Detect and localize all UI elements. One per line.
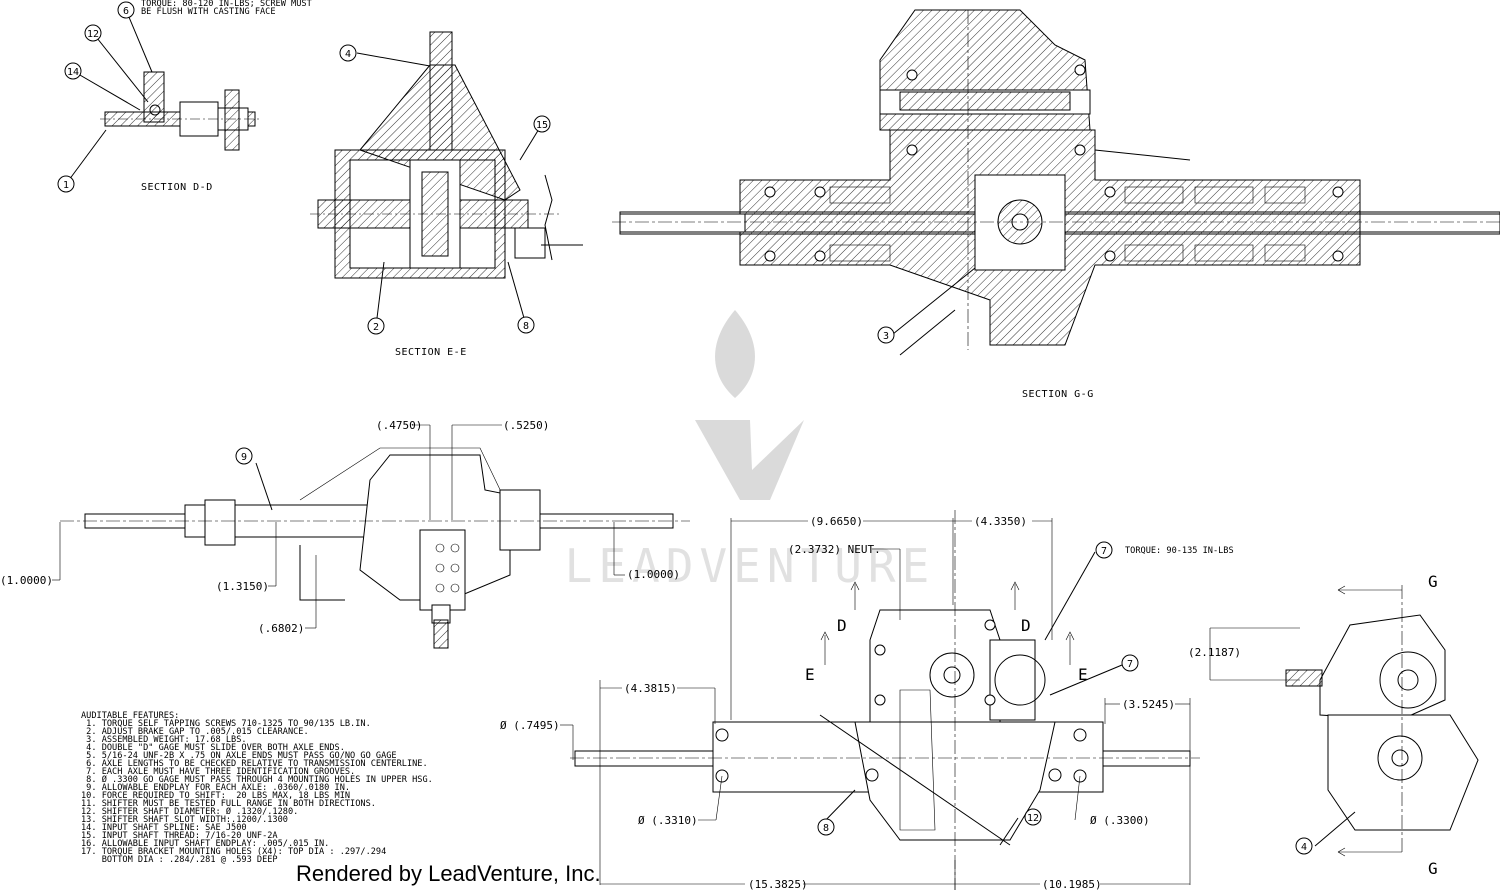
section-gg-label: SECTION G-G bbox=[1022, 389, 1094, 400]
torque-note-top: TORQUE: 80-120 IN-LBS; SCREW MUST bbox=[141, 0, 312, 9]
callout-11: 12 bbox=[1024, 808, 1042, 826]
dimension-lines bbox=[52, 424, 1402, 890]
view-letters: D D E E G G bbox=[805, 572, 1438, 878]
callout-9: 8 bbox=[517, 316, 535, 334]
svg-text:8: 8 bbox=[823, 823, 829, 834]
watermark-text: LEADVENTURE bbox=[565, 539, 936, 593]
features-title: AUDITABLE FEATURES: bbox=[81, 711, 179, 721]
svg-text:15: 15 bbox=[536, 120, 548, 131]
section-ee-label: SECTION E-E bbox=[395, 347, 467, 358]
feature-item: 10. FORCE REQUIRED TO SHIFT: 20 LBS MAX,… bbox=[81, 791, 350, 801]
feature-item: 14. INPUT SHAFT SPLINE: SAE J500 bbox=[81, 823, 247, 833]
dim-7495: Ø (.7495) bbox=[500, 719, 560, 732]
dim-4-3815: (4.3815) bbox=[624, 682, 677, 695]
rendered-by-footer: Rendered by LeadVenture, Inc. bbox=[296, 861, 601, 886]
section-dd-view bbox=[65, 9, 262, 185]
dim-9-6650: (9.6650) bbox=[810, 515, 863, 528]
feature-item: 15. INPUT SHAFT THREAD: 7/16-20 UNF-2A bbox=[81, 831, 278, 841]
auditable-features-list: AUDITABLE FEATURES: 1. TORQUE SELF TAPPI… bbox=[81, 711, 433, 865]
dim-3-5245: (3.5245) bbox=[1122, 698, 1175, 711]
svg-text:9: 9 bbox=[241, 452, 247, 463]
callout-14: 14 bbox=[64, 62, 82, 80]
feature-item: 13. SHIFTER SHAFT SLOT WIDTH:.1200/.1300 bbox=[81, 815, 288, 825]
svg-text:1: 1 bbox=[63, 180, 69, 191]
watermark: LEADVENTURE bbox=[565, 310, 936, 593]
feature-item: 16. ALLOWABLE INPUT SHAFT ENDPLAY: .005/… bbox=[81, 839, 329, 849]
feature-item: BOTTOM DIA : .284/.281 @ .593 DEEP bbox=[81, 855, 278, 865]
callout-2: 2 bbox=[367, 317, 385, 335]
dim-4-3350: (4.3350) bbox=[974, 515, 1027, 528]
feature-item: 5. 5/16-24 UNF-2B X .75 ON AXLE ENDS MUS… bbox=[81, 751, 397, 761]
view-letter-e-right: E bbox=[1078, 665, 1088, 684]
callout-15: 15 bbox=[533, 115, 551, 133]
feature-item: 2. ADJUST BRAKE GAP TO .005/.015 CLEARAN… bbox=[81, 727, 309, 737]
dim-3310: Ø (.3310) bbox=[638, 814, 698, 827]
svg-text:14: 14 bbox=[67, 67, 79, 78]
dim-5250: (.5250) bbox=[503, 419, 549, 432]
dim-15-3825: (15.3825) bbox=[748, 878, 808, 890]
left-elevation-view bbox=[60, 447, 690, 649]
callout-4-top: 4 bbox=[339, 44, 357, 62]
feature-item: 3. ASSEMBLED WEIGHT: 17.68 LBS. bbox=[81, 735, 247, 745]
svg-text:6: 6 bbox=[123, 6, 129, 17]
end-view bbox=[1285, 585, 1479, 855]
flush-note: BE FLUSH WITH CASTING FACE bbox=[141, 7, 276, 17]
feature-item: 7. EACH AXLE MUST HAVE THREE IDENTIFICAT… bbox=[81, 767, 355, 777]
dim-1-0000-left: (1.0000) bbox=[0, 574, 53, 587]
callout-4-right: 4 bbox=[1295, 837, 1313, 855]
feature-item: 1. TORQUE SELF TAPPING SCREWS 710-1325 T… bbox=[81, 719, 371, 729]
view-letter-d-right: D bbox=[1021, 616, 1031, 635]
callout-6: 6 bbox=[117, 1, 135, 19]
dim-6802: (.6802) bbox=[258, 622, 304, 635]
view-letter-e-left: E bbox=[805, 665, 815, 684]
view-letter-g-bottom: G bbox=[1428, 859, 1438, 878]
dimension-labels: (.4750) (.5250) (1.0000) (1.3150) (.6802… bbox=[0, 419, 1241, 890]
torque-note-right: TORQUE: 90-135 IN-LBS bbox=[1125, 546, 1234, 556]
svg-text:7: 7 bbox=[1127, 659, 1133, 670]
callout-1: 1 bbox=[57, 175, 75, 193]
svg-text:8: 8 bbox=[523, 321, 529, 332]
section-ee-view bbox=[310, 31, 583, 327]
dim-2-1187: (2.1187) bbox=[1188, 646, 1241, 659]
callout-7-lower: 7 bbox=[1121, 654, 1139, 672]
svg-text:4: 4 bbox=[345, 49, 351, 60]
callout-7-upper: 7 bbox=[1095, 541, 1113, 559]
dim-10-1985: (10.1985) bbox=[1042, 878, 1102, 890]
feature-item: 6. AXLE LENGTHS TO BE CHECKED RELATIVE T… bbox=[81, 759, 428, 769]
section-dd-label: SECTION D-D bbox=[141, 182, 213, 193]
feature-item: 12. SHIFTER SHAFT DIAMETER: Ø .1320/.128… bbox=[81, 806, 298, 817]
feature-item: 8. Ø .3300 GO GAGE MUST PASS THROUGH 4 M… bbox=[81, 774, 433, 785]
svg-text:2: 2 bbox=[373, 322, 379, 333]
callout-bubbles: 1 14 12 6 4 15 2 8 3 9 7 7 8 12 4 bbox=[57, 1, 1313, 855]
view-letter-d-left: D bbox=[837, 616, 847, 635]
feature-item: 17. TORQUE BRACKET MOUNTING HOLES (X4): … bbox=[81, 847, 386, 857]
svg-text:7: 7 bbox=[1101, 546, 1107, 557]
section-gg-view bbox=[612, 9, 1500, 356]
callout-12: 12 bbox=[84, 24, 102, 42]
view-letter-g-top: G bbox=[1428, 572, 1438, 591]
feature-item: 11. SHIFTER MUST BE TESTED FULL RANGE IN… bbox=[81, 799, 376, 809]
dim-2-3732-neut: (2.3732) NEUT. bbox=[788, 543, 881, 556]
svg-text:12: 12 bbox=[87, 29, 99, 40]
callout-8: 8 bbox=[817, 818, 835, 836]
dim-4750: (.4750) bbox=[376, 419, 422, 432]
callout-3: 3 bbox=[877, 326, 895, 344]
svg-text:3: 3 bbox=[883, 331, 889, 342]
callout-10: 9 bbox=[235, 447, 253, 465]
feature-item: 4. DOUBLE "D" GAGE MUST SLIDE OVER BOTH … bbox=[81, 743, 345, 753]
svg-text:4: 4 bbox=[1301, 842, 1307, 853]
right-elevation-view bbox=[570, 510, 1200, 890]
dim-1-0000-right: (1.0000) bbox=[627, 568, 680, 581]
dim-3300: Ø (.3300) bbox=[1090, 814, 1150, 827]
dim-1-3150: (1.3150) bbox=[216, 580, 269, 593]
svg-text:12: 12 bbox=[1027, 813, 1039, 824]
feature-item: 9. ALLOWABLE ENDPLAY FOR EACH AXLE: .036… bbox=[81, 783, 350, 793]
